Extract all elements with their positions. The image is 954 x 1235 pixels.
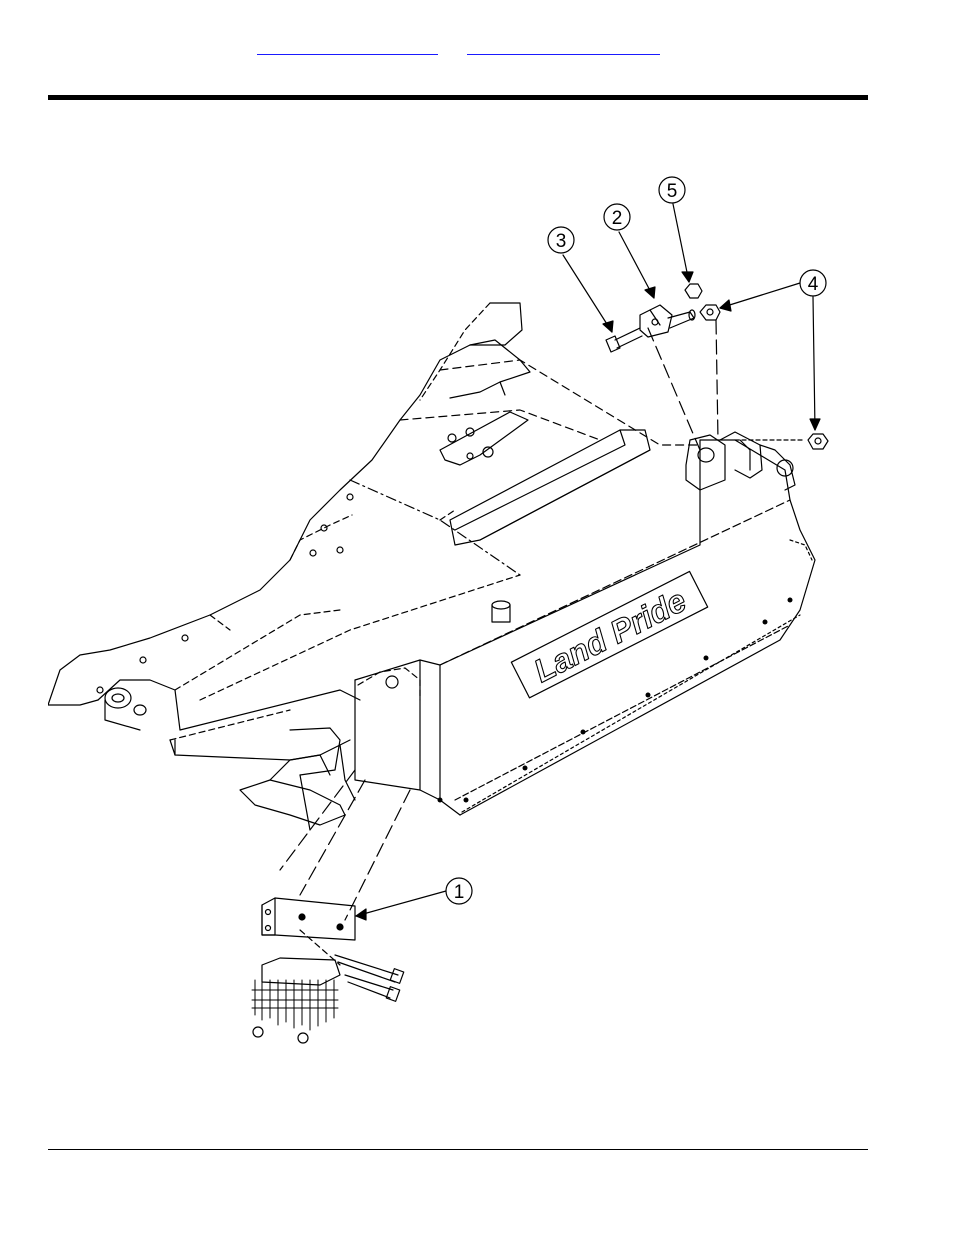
footer-rule (48, 1149, 868, 1150)
callout-3: 3 (556, 231, 567, 252)
terminal-block (252, 930, 404, 1043)
part-1-bracket (262, 898, 355, 940)
brand-label: Land Pride (528, 582, 692, 689)
part-5-nut (685, 284, 702, 298)
callout-5: 5 (667, 181, 678, 202)
parts-diagram: Land Pride (48, 170, 868, 1050)
header-rule (48, 95, 868, 100)
callout-1: 1 (454, 882, 465, 903)
mower-deck: Land Pride (48, 303, 815, 830)
header-link-1[interactable] (257, 40, 438, 55)
callouts: 1 2 3 4 5 (446, 177, 826, 904)
header-link-2[interactable] (467, 40, 660, 55)
callout-4: 4 (808, 274, 819, 295)
part-4-nuts (700, 305, 828, 449)
callout-leaders (356, 204, 820, 920)
callout-2: 2 (612, 208, 623, 229)
part-2-clevis (640, 305, 695, 337)
